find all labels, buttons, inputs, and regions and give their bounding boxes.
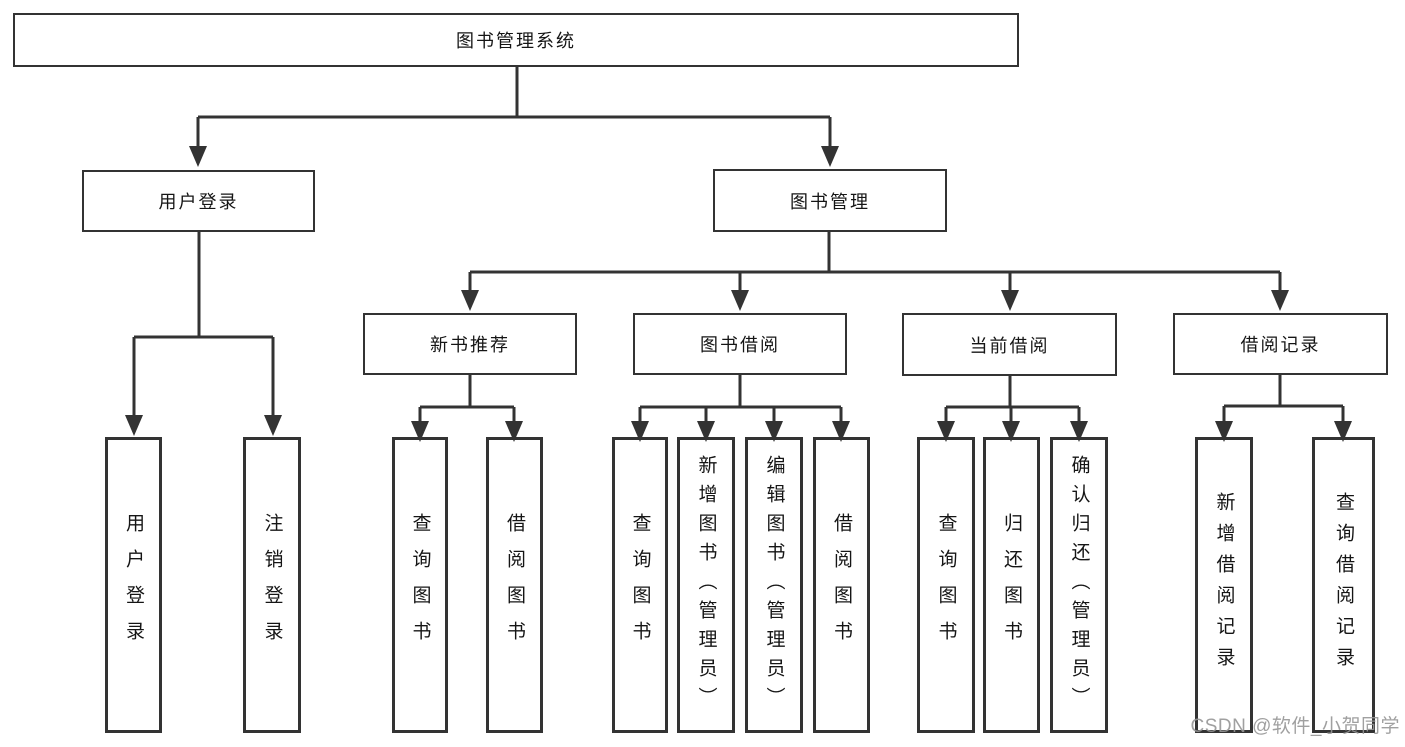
connector-new-book-recommendation-to-children — [411, 375, 523, 442]
connector-borrowing-records-to-children — [1215, 375, 1352, 442]
node-borrowing-edit-book-admin-label: 编辑图书（管理员） — [763, 454, 785, 716]
node-current-query-book-label: 查询图书 — [935, 513, 957, 657]
node-book-borrowing-label: 图书借阅 — [700, 335, 780, 355]
node-current-query-book: 查询图书 — [917, 437, 975, 733]
node-book-management: 图书管理 — [713, 169, 947, 232]
connector-current-borrowing-to-children — [937, 376, 1088, 442]
node-root-library-system: 图书管理系统 — [13, 13, 1019, 67]
node-newbook-borrow-book: 借阅图书 — [486, 437, 543, 733]
node-book-management-label: 图书管理 — [790, 191, 870, 212]
node-current-borrowing: 当前借阅 — [902, 313, 1117, 376]
node-logout-action-label: 注销登录 — [261, 513, 283, 657]
node-user-login-action-label: 用户登录 — [123, 513, 144, 657]
node-records-query-record-label: 查询借阅记录 — [1333, 492, 1354, 678]
csdn-watermark: CSDN @软件_小贺同学 — [1190, 716, 1400, 737]
connector-book-borrowing-to-children — [631, 375, 850, 442]
node-logout-action: 注销登录 — [243, 437, 301, 733]
node-borrowing-query-book-label: 查询图书 — [629, 513, 651, 657]
node-newbook-borrow-book-label: 借阅图书 — [504, 513, 525, 657]
node-current-return-book: 归还图书 — [983, 437, 1040, 733]
node-records-add-record: 新增借阅记录 — [1195, 437, 1253, 733]
node-borrowing-records-label: 借阅记录 — [1240, 335, 1321, 355]
node-user-login: 用户登录 — [82, 170, 315, 232]
node-current-return-book-label: 归还图书 — [1001, 513, 1022, 657]
node-borrowing-add-book-admin: 新增图书（管理员） — [677, 437, 735, 733]
node-current-borrowing-label: 当前借阅 — [969, 335, 1050, 356]
node-borrowing-borrow-book: 借阅图书 — [813, 437, 870, 733]
node-current-confirm-return-admin-label: 确认归还（管理员） — [1068, 454, 1090, 716]
node-records-add-record-label: 新增借阅记录 — [1213, 492, 1235, 678]
node-new-book-recommendation-label: 新书推荐 — [430, 335, 510, 355]
node-current-confirm-return-admin: 确认归还（管理员） — [1050, 437, 1108, 733]
node-borrowing-records: 借阅记录 — [1173, 313, 1388, 375]
node-user-login-label: 用户登录 — [158, 192, 239, 212]
node-borrowing-query-book: 查询图书 — [612, 437, 668, 733]
node-newbook-query-book-label: 查询图书 — [409, 513, 431, 657]
node-borrowing-add-book-admin-label: 新增图书（管理员） — [695, 454, 717, 716]
connector-user-login-to-children — [125, 232, 282, 436]
node-new-book-recommendation: 新书推荐 — [363, 313, 577, 375]
node-user-login-action: 用户登录 — [105, 437, 162, 733]
node-root-label: 图书管理系统 — [456, 31, 576, 51]
node-borrowing-borrow-book-label: 借阅图书 — [831, 513, 852, 657]
node-borrowing-edit-book-admin: 编辑图书（管理员） — [745, 437, 803, 733]
node-book-borrowing: 图书借阅 — [633, 313, 847, 375]
node-records-query-record: 查询借阅记录 — [1312, 437, 1375, 733]
node-newbook-query-book: 查询图书 — [392, 437, 448, 733]
connector-book-management-to-level3 — [461, 232, 1289, 311]
connector-root-to-level2 — [189, 67, 839, 167]
